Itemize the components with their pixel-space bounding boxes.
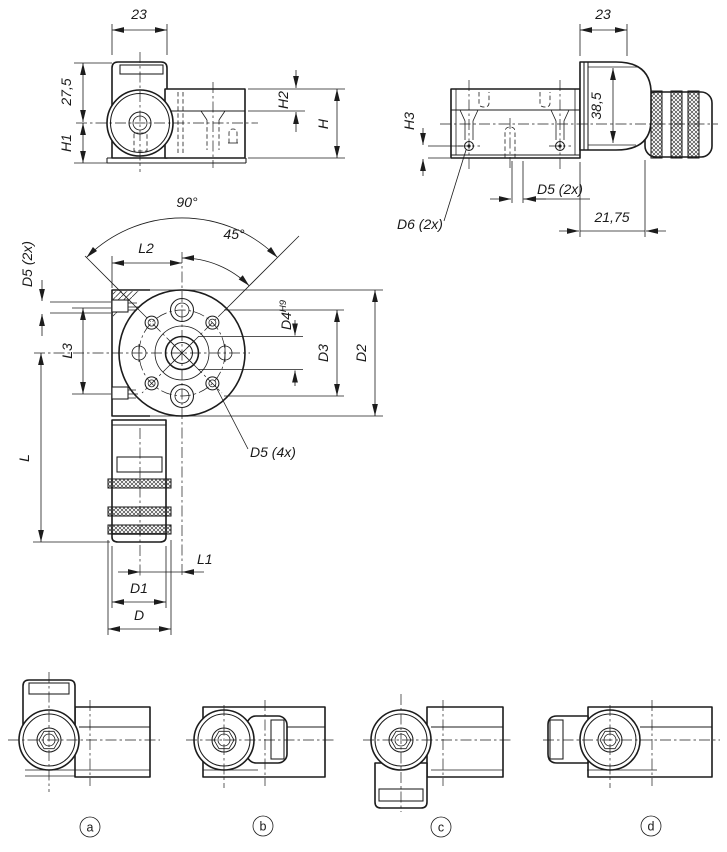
dim-label-h2: H2: [275, 91, 291, 109]
dim-label-h1: H1: [58, 134, 74, 152]
knurl-band: [650, 90, 663, 159]
dim-label-h3: H3: [401, 112, 417, 130]
dim-label-h: H: [315, 118, 331, 129]
label-d5-2x-right: D5 (2x): [537, 181, 583, 197]
variant-c: c: [363, 694, 512, 838]
label-d6-2x: D6 (2x): [397, 216, 443, 232]
shaft-outline: [111, 419, 167, 535]
variant-d: d: [543, 700, 720, 837]
handle-window: [119, 64, 164, 75]
dim-label-21-75: 21,75: [593, 209, 629, 225]
dim-label-l1: L1: [197, 551, 213, 567]
knurl-band: [687, 90, 700, 159]
knurl-band: [107, 524, 172, 535]
dim-label-l2: L2: [138, 240, 154, 256]
variant-label-a: a: [87, 821, 94, 835]
angle-label-45: 45°: [223, 226, 245, 242]
variant-label-circle: [252, 815, 274, 837]
dim-label-d: D: [134, 607, 144, 623]
dim-label-d3: D3: [315, 344, 331, 362]
variant-label-b: b: [260, 820, 267, 834]
knurl-band: [670, 90, 683, 159]
dim-label-l: L: [16, 454, 32, 462]
view-side-left: 23 27,5 H1 H2 H: [58, 6, 345, 172]
label-d5-2x-left: D5 (2x): [19, 241, 35, 287]
dim-label-38-5: 38,5: [588, 92, 604, 119]
variant-label-d: d: [648, 820, 655, 834]
variant-a: a: [8, 672, 160, 838]
body-outline: [164, 88, 246, 159]
view-front: 90° 45° L2 D5 (2x) L3 L D4H9 D3 D: [16, 194, 383, 635]
dim-label-23-left: 23: [130, 6, 147, 22]
side-hole: [111, 299, 129, 313]
hex-socket: [599, 730, 621, 750]
view-side-right: 23 38,5 H3 D6 (2x) D5 (2x) 21,75: [397, 6, 718, 237]
angle-label-90: 90°: [176, 194, 198, 210]
dim-label-d2: D2: [353, 344, 369, 362]
shaft-window: [116, 456, 163, 473]
variant-label-circle: [79, 816, 101, 838]
dim-label-d4: D4H9: [278, 299, 294, 330]
dim-label-23-right: 23: [594, 6, 611, 22]
variant-label-circle: [430, 816, 452, 838]
dim-label-l3: L3: [59, 343, 75, 359]
knurl-band: [107, 478, 172, 489]
bolt-holes: [144, 315, 220, 391]
label-d5-4x: D5 (4x): [250, 444, 296, 460]
variant-b: b: [186, 700, 335, 837]
hex-socket: [38, 730, 60, 750]
side-hole: [111, 386, 129, 400]
dim-label-27-5: 27,5: [58, 78, 74, 106]
variant-label-c: c: [438, 821, 444, 835]
variant-label-circle: [640, 815, 662, 837]
knurl-band: [107, 506, 172, 517]
body-outline: [450, 88, 581, 159]
dim-label-d1: D1: [130, 580, 148, 596]
